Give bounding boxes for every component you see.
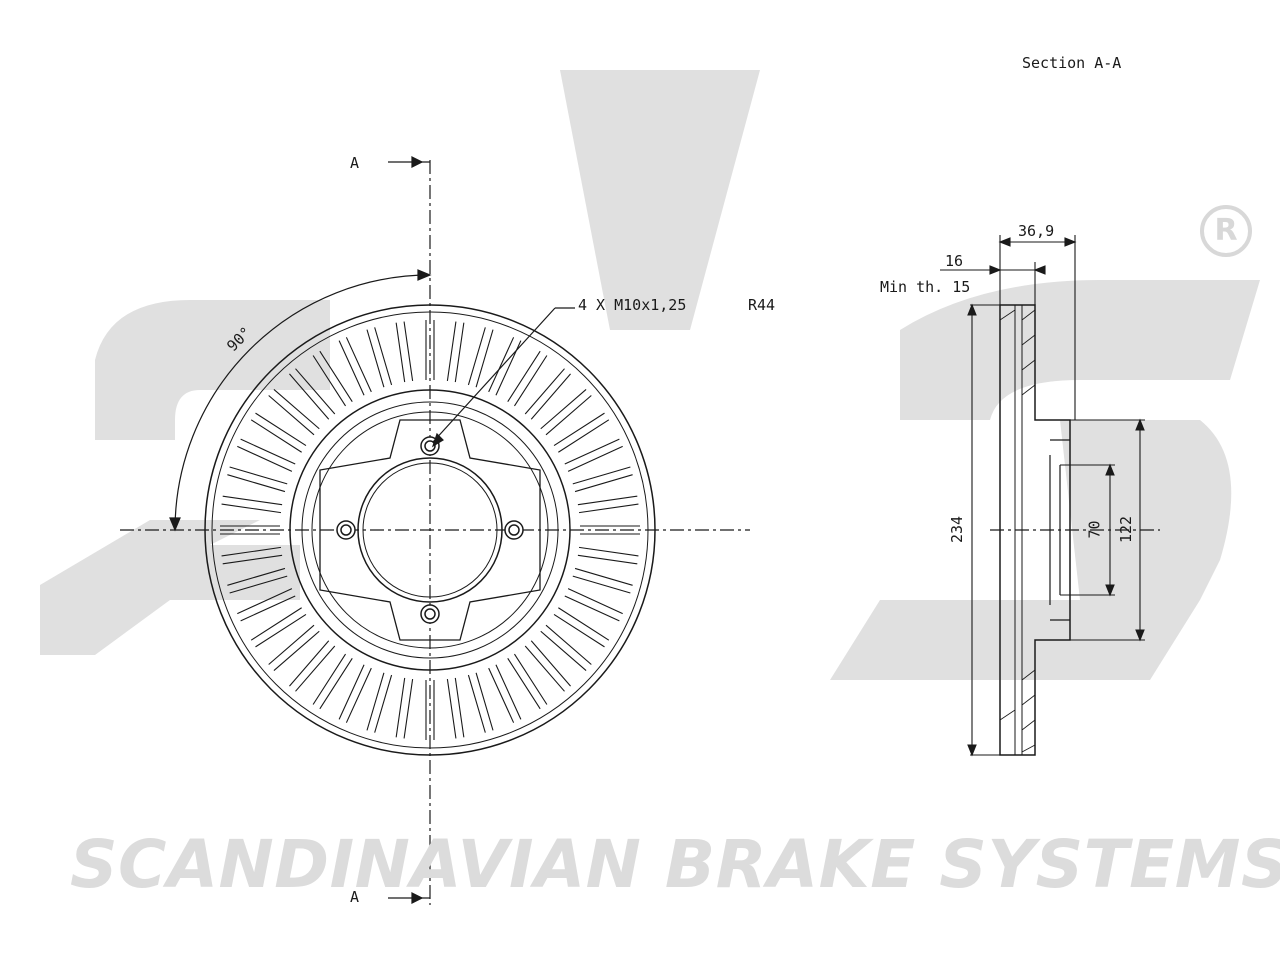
vane [524,368,571,420]
vane [564,438,623,472]
vane [572,567,633,594]
vane [446,321,465,383]
watermark-logo [40,70,1260,680]
outer-diameter-label: 234 [948,515,967,544]
cooling-vanes [220,320,640,740]
vane [564,588,623,622]
vane [220,525,280,535]
pcd-radius-label: R44 [748,296,776,314]
vane [250,607,307,648]
vane [577,495,639,514]
vane [524,640,571,692]
section-markers [388,156,430,904]
vane [227,567,288,594]
vane [395,677,414,739]
vane [395,321,414,383]
vane [553,412,610,453]
vane [507,653,548,710]
vane [227,466,288,493]
hub-flange [319,419,541,641]
hub-diameter-label: 122 [1117,515,1136,544]
vane [467,327,494,388]
vane [488,664,522,723]
vane [580,525,640,535]
vane [221,546,283,565]
vane [312,350,353,407]
brand-watermark: SCANDINAVIAN BRAKE SYSTEMS [70,826,1280,903]
vane [312,653,353,710]
vane [425,320,435,380]
registered-mark-icon: R [1200,205,1252,257]
overall-thickness-label: 36,9 [1018,222,1055,240]
vane [338,664,372,723]
section-title: Section A-A [1022,54,1122,72]
vane [268,624,320,671]
dimension-lines [940,235,1145,757]
angle-dimension [169,269,432,532]
disc-thickness-label: 16 [945,252,964,270]
vane [289,368,336,420]
vane [237,588,296,622]
min-thickness-label: Min th. 15 [880,278,971,296]
vane [553,607,610,648]
vane [540,389,592,436]
vane [221,495,283,514]
section-mark-top: A [350,154,360,172]
vane [250,412,307,453]
center-bore-label: 70 [1085,520,1104,539]
section-mark-bottom: A [350,888,360,906]
vane [540,624,592,671]
vane [488,337,522,396]
vane [577,546,639,565]
vane [425,680,435,740]
vane [467,672,494,733]
disc-front-view [204,304,656,756]
vane [289,640,336,692]
vane [237,438,296,472]
vane [268,389,320,436]
vane [366,327,393,388]
bolt-holes [336,436,524,624]
vane [507,350,548,407]
vane [366,672,393,733]
bolt-pattern-label: 4 X M10x1,25 [578,296,687,314]
vane [572,466,633,493]
bolt-leader [431,307,575,448]
vane [446,677,465,739]
section-hatching [999,309,1036,753]
vane [338,337,372,396]
centerlines [120,160,1160,905]
